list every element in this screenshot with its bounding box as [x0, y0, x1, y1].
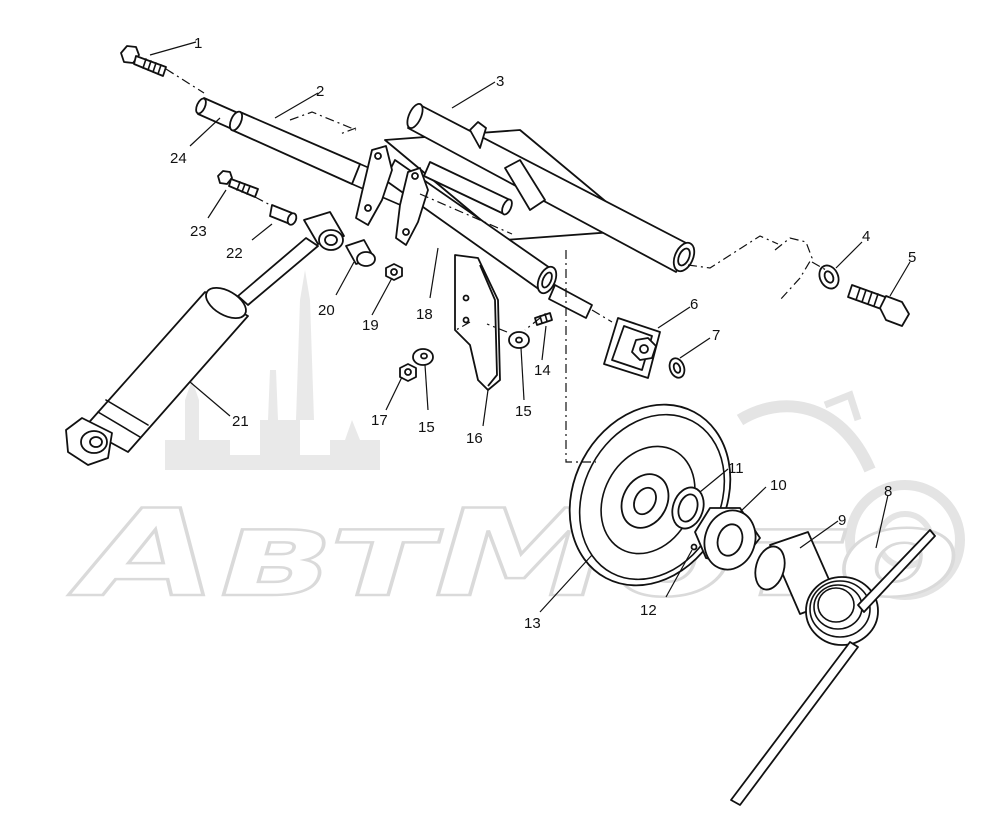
part-washer-15-left: [412, 348, 434, 366]
part-screw-14: [534, 312, 553, 326]
part-bushing-shock: [303, 211, 345, 251]
callout-7: 7: [712, 327, 720, 344]
leader-lines: [149, 41, 911, 613]
callout-10: 10: [770, 477, 787, 494]
callout-20: 20: [318, 302, 335, 319]
part-hub-10: [690, 507, 761, 571]
part-shock-absorber: [65, 237, 319, 466]
callout-18: 18: [416, 306, 433, 323]
watermark-skyline: [165, 270, 380, 470]
callout-4: 4: [862, 228, 870, 245]
part-torsion-spring-8: [730, 529, 936, 806]
part-spacer-20: [345, 239, 376, 267]
part-snap-ring-11: [671, 486, 705, 530]
callout-22: 22: [226, 245, 243, 262]
callout-3: 3: [496, 73, 504, 90]
part-side-clip: [774, 237, 813, 301]
callout-8: 8: [884, 483, 892, 500]
callout-6: 6: [690, 296, 698, 313]
part-hanger-plate: [454, 254, 501, 391]
centerlines: [165, 68, 827, 463]
callout-13: 13: [524, 615, 541, 632]
callout-15-left: 15: [418, 419, 435, 436]
callout-16: 16: [466, 430, 483, 447]
callout-24: 24: [170, 150, 187, 167]
part-idler-wheel: [568, 403, 732, 587]
part-bolt-top: [120, 45, 167, 77]
part-washer-7: [668, 357, 686, 379]
part-bolt-shock-mount: [217, 170, 259, 198]
callout-17: 17: [371, 412, 388, 429]
part-nut-19: [385, 263, 403, 281]
part-mounting-bracket: [355, 145, 429, 246]
callout-15-right: 15: [515, 403, 532, 420]
callout-2: 2: [316, 83, 324, 100]
callout-1: 1: [194, 35, 202, 52]
callout-11: 11: [728, 460, 744, 477]
part-front-shaft: [195, 97, 421, 211]
callout-23: 23: [190, 223, 207, 240]
callout-12: 12: [640, 602, 657, 619]
callout-labels: 1 2 3 4 5 6 7 8 9 10 11 12 13 14 15 15 1…: [170, 35, 916, 632]
part-bolt-5: [847, 284, 910, 327]
callout-14: 14: [534, 362, 551, 379]
part-washer-15-right: [508, 331, 530, 349]
callout-19: 19: [362, 317, 379, 334]
part-spacer-22: [269, 204, 298, 226]
callout-21: 21: [232, 413, 249, 430]
part-washer-4: [818, 264, 840, 290]
part-nut-17: [399, 363, 417, 382]
part-clamp-block: [603, 317, 661, 379]
callout-5: 5: [908, 249, 916, 266]
callout-9: 9: [838, 512, 846, 529]
